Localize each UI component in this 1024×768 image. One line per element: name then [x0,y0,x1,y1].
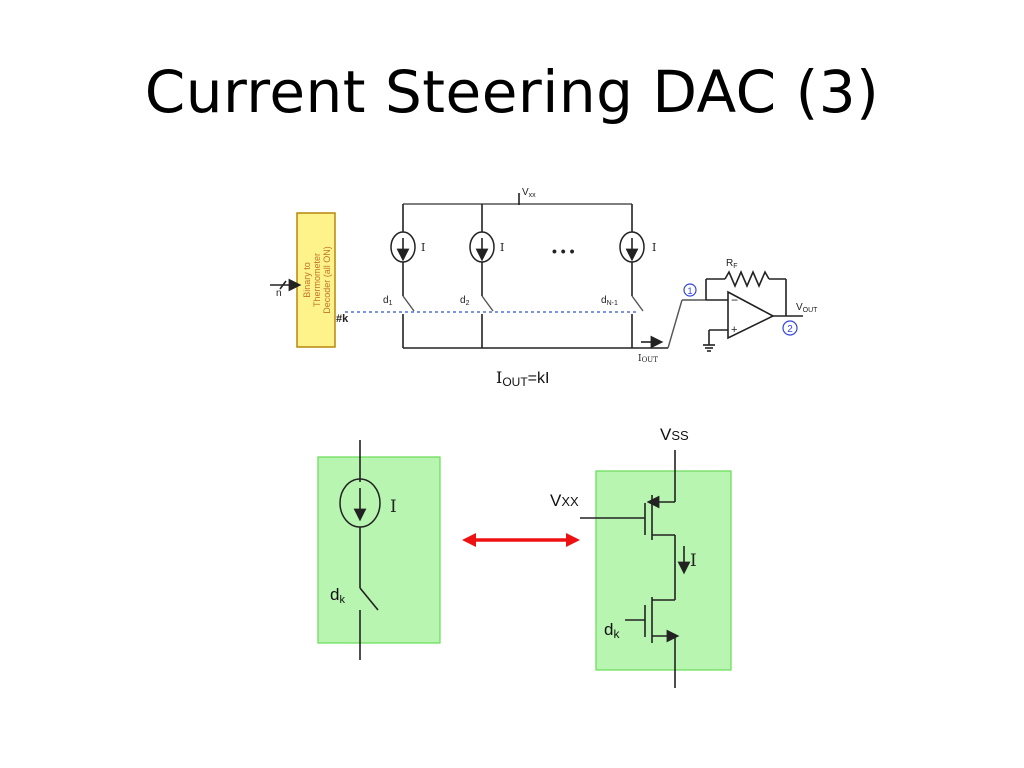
transistor-current-label: I [690,551,697,571]
vss-label: VSS [660,425,689,444]
input-bus-label: n [276,288,282,299]
vxx-bias-label: VXX [550,491,579,510]
switch-icon [359,587,379,611]
source-label: I [652,241,656,254]
supply-rail: Vxx [403,187,632,205]
node-2-marker [782,320,798,336]
equivalence-arrow-icon [462,533,580,547]
vxx-label: Vxx [522,187,536,199]
decoder-label-3: Decoder (all ON) [322,246,332,314]
switch-icon [402,295,415,312]
input-bus: n [270,278,302,299]
opamp: 1 RF − + VOUT 2 [683,258,818,352]
ideal-cell: I dk [317,440,441,660]
source-label: I [500,241,504,254]
ideal-switch-label: dk [330,585,345,606]
opamp-minus: − [731,293,738,307]
switch-label-d2: d2 [460,295,470,307]
source-label: I [421,241,425,254]
transistor-switch-label: dk [604,620,620,641]
node-2-label: 2 [787,324,793,335]
branch-2: I d2 [460,204,504,348]
ellipsis: • • • [552,243,575,259]
node-1-label: 1 [687,286,692,296]
rf-label: RF [726,258,738,270]
vout-label: VOUT [796,302,818,314]
switch-icon [631,295,644,312]
ideal-source-label: I [390,497,397,517]
decoder-label-1: Binary to [302,262,312,298]
decoder-block: Binary to Thermometer Decoder (all ON) [296,212,336,348]
opamp-triangle-icon [727,290,775,340]
slide-title: Current Steering DAC (3) [144,58,880,126]
node-1-marker [683,283,697,297]
transistor-cell: VSS VXX I dk [550,425,732,688]
decoder-label-2: Thermometer [312,253,322,307]
decoder-box [296,212,336,348]
output-bus-label: #k [336,313,349,325]
transistor-cell-box [595,470,732,671]
iout-label: IOUT [638,354,658,364]
feedback-resistor-icon [724,269,770,289]
branch-n-1: I dN-1 [601,204,656,348]
opamp-plus: + [731,324,737,336]
switch-label-d1: d1 [383,295,393,307]
ideal-cell-box [317,456,441,644]
ground-icon [703,344,715,352]
output-rail: IOUT [403,299,706,364]
switch-icon [481,295,494,312]
branch-1: I d1 [383,204,425,348]
iout-equation: IOUT=kI [496,368,549,389]
switch-label-dn1: dN-1 [601,295,618,307]
